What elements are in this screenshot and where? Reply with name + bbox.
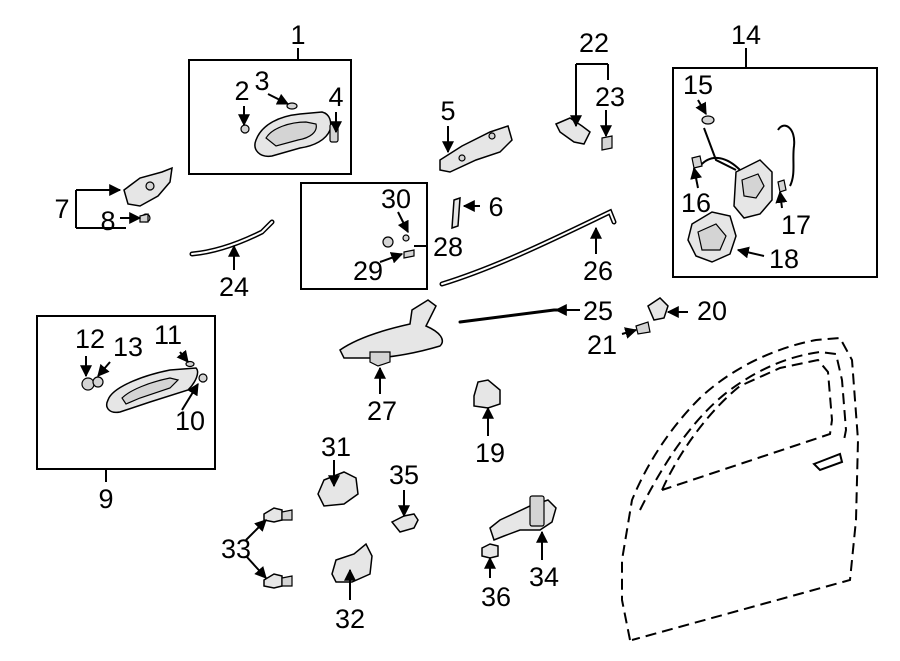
lock-rod-bracket-part bbox=[439, 125, 513, 173]
bolt-36-part bbox=[481, 543, 499, 559]
callout-29: 29 bbox=[353, 256, 383, 286]
callout-5: 5 bbox=[440, 96, 455, 126]
callout-16: 16 bbox=[681, 188, 711, 218]
callout-14: 14 bbox=[731, 20, 761, 50]
callout-24: 24 bbox=[219, 272, 249, 302]
callout-1: 1 bbox=[290, 20, 305, 50]
callout-7: 7 bbox=[54, 194, 69, 224]
callout-3: 3 bbox=[254, 66, 269, 96]
callout-15: 15 bbox=[683, 70, 713, 100]
callout-26: 26 bbox=[583, 256, 613, 286]
callout-33: 33 bbox=[221, 534, 251, 564]
hinge-19-part bbox=[473, 379, 501, 409]
hinge-32-part bbox=[331, 542, 373, 583]
callout-34: 34 bbox=[529, 562, 559, 592]
bolt-33-part bbox=[263, 507, 293, 589]
clip-6-part bbox=[451, 196, 461, 230]
callout-11: 11 bbox=[154, 320, 182, 350]
callout-13: 13 bbox=[113, 332, 143, 362]
door-outline bbox=[621, 336, 860, 641]
handle-bracket-part bbox=[123, 166, 173, 223]
callout-17: 17 bbox=[781, 210, 811, 240]
rod-24-part bbox=[189, 219, 275, 257]
group-box-door-lock bbox=[672, 67, 878, 278]
group-box-lock-clip bbox=[300, 182, 428, 290]
callout-18: 18 bbox=[769, 244, 799, 274]
callout-25: 25 bbox=[583, 296, 613, 326]
outside-handle-part bbox=[240, 102, 339, 158]
door-check-34-part bbox=[489, 495, 557, 541]
callout-23: 23 bbox=[595, 82, 625, 112]
rod-25-part bbox=[458, 308, 568, 324]
callout-9: 9 bbox=[98, 484, 113, 514]
callout-4: 4 bbox=[328, 82, 343, 112]
callout-28: 28 bbox=[433, 232, 463, 262]
hinge-31-part bbox=[317, 471, 359, 507]
callout-32: 32 bbox=[335, 604, 365, 634]
callout-8: 8 bbox=[100, 206, 115, 236]
callout-19: 19 bbox=[475, 438, 505, 468]
callout-2: 2 bbox=[234, 76, 249, 106]
callout-20: 20 bbox=[697, 296, 727, 326]
group-box-outside-handle bbox=[188, 59, 352, 175]
bolt-35-part bbox=[390, 513, 419, 533]
callout-numbers: 1 2 3 4 5 6 7 8 9 10 11 12 13 14 15 16 1… bbox=[54, 20, 811, 634]
callout-27: 27 bbox=[367, 396, 397, 426]
callout-6: 6 bbox=[488, 192, 503, 222]
callout-12: 12 bbox=[75, 324, 105, 354]
group-box-inside-handle bbox=[36, 315, 216, 470]
callout-35: 35 bbox=[389, 460, 419, 490]
callout-30: 30 bbox=[381, 184, 411, 214]
callout-22: 22 bbox=[579, 28, 609, 58]
key-cylinder-part bbox=[554, 117, 613, 151]
callout-31: 31 bbox=[321, 432, 351, 462]
inside-handle-part bbox=[81, 360, 208, 414]
callout-21: 21 bbox=[587, 330, 617, 360]
leader-lines bbox=[75, 48, 788, 600]
callout-10: 10 bbox=[175, 406, 205, 436]
door-lock-actuator-part bbox=[687, 115, 796, 263]
striker-20-part bbox=[635, 297, 669, 335]
handle-assembly-27-part bbox=[339, 299, 444, 367]
clip-29-30-part bbox=[382, 234, 415, 259]
callout-36: 36 bbox=[481, 582, 511, 612]
